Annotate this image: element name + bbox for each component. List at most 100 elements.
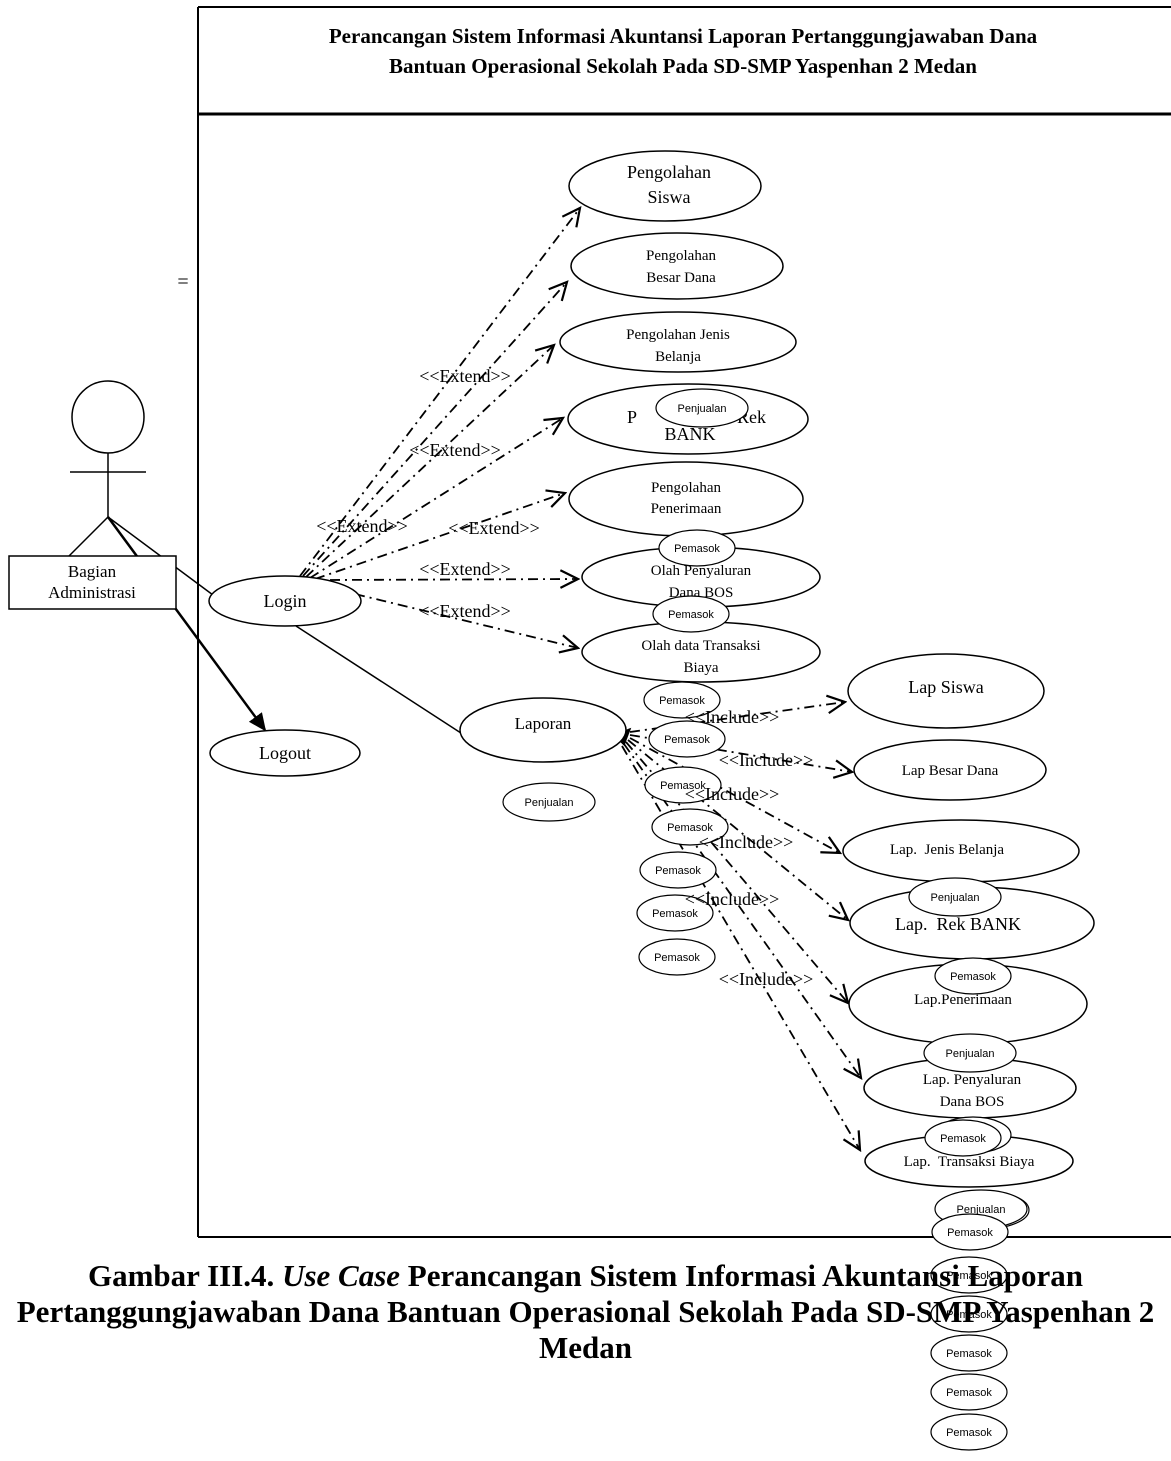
- extend-line-penerimaan: [314, 493, 565, 580]
- caption-prefix: Gambar III.4.: [87, 1258, 283, 1293]
- include-label: <<Include>>: [719, 969, 814, 989]
- artifact-label: Pemasok: [940, 1133, 986, 1145]
- use-case-label: Lap.Penerimaan: [914, 992, 1012, 1008]
- use-case-pengolahan-penerimaan[interactable]: Pengolahan Penerimaan: [568, 461, 804, 537]
- use-case-lap-penyaluran[interactable]: Lap. Penyaluran Dana BOS: [863, 1057, 1077, 1119]
- pemasok-ellipse: Pemasok: [931, 1213, 1009, 1251]
- artifact-label: Pemasok: [660, 780, 706, 792]
- use-case-label-line2: Biaya: [684, 660, 719, 676]
- artifact-label: Pemasok: [654, 952, 700, 964]
- pemasok-ellipse: Pemasok: [644, 766, 722, 804]
- penjualan-ellipse: Penjualan: [908, 877, 1002, 917]
- use-case-pengolahan-jenis-belanja[interactable]: Pengolahan Jenis Belanja: [559, 311, 797, 373]
- artifact-label: Pemasok: [946, 1348, 992, 1360]
- extend-line-rek-bank: [309, 418, 563, 579]
- actor-label-line1: Bagian: [68, 562, 117, 581]
- actor-stick-figure: [67, 380, 146, 558]
- pemasok-ellipse: Pemasok: [930, 1413, 1008, 1451]
- include-label: <<Include>>: [685, 784, 780, 804]
- artifact-label: Pemasok: [667, 822, 713, 834]
- use-case-label-line1: Pengolahan: [651, 480, 721, 496]
- association-laporan: [295, 625, 465, 736]
- artifact-label: Pemasok: [946, 1387, 992, 1399]
- caption-line3: Medan: [539, 1330, 632, 1365]
- use-case-login[interactable]: Login: [208, 575, 362, 627]
- use-case-label: Logout: [259, 743, 311, 763]
- artifact-ellipses: PenjualanPenjualanPenjualanPenjualanPenj…: [502, 388, 1030, 1451]
- actor-label-box: Bagian Administrasi: [8, 555, 177, 610]
- pemasok-ellipse: Pemasok: [930, 1373, 1008, 1411]
- caption-line1-rest: Perancangan Sistem Informasi Akuntansi L…: [400, 1258, 1083, 1293]
- extend-label: <<Extend>>: [316, 516, 408, 536]
- use-case-label: Lap Besar Dana: [902, 763, 999, 779]
- pemasok-ellipse: Pemasok: [930, 1334, 1008, 1372]
- figure-caption: Gambar III.4. Use Case Perancangan Siste…: [0, 1258, 1171, 1366]
- artifact-label: Pemasok: [946, 1270, 992, 1282]
- use-case-logout[interactable]: Logout: [209, 729, 361, 777]
- pemasok-ellipse: Pemasok: [934, 957, 1012, 995]
- include-label: <<Include>>: [719, 750, 814, 770]
- include-label: <<Include>>: [699, 832, 794, 852]
- include-labels: <<Include>> <<Include>> <<Include>> <<In…: [685, 707, 814, 989]
- include-label: <<Include>>: [685, 707, 780, 727]
- use-case-lap-penerimaan[interactable]: Lap.Penerimaan: [848, 963, 1088, 1045]
- artifact-label: Pemasok: [664, 734, 710, 746]
- penjualan-ellipse: Penjualan: [923, 1033, 1017, 1073]
- use-case-label-line2: Penerimaan: [651, 501, 722, 517]
- artifact-label: Pemasok: [946, 1427, 992, 1439]
- use-case-label-line1: Pengolahan: [627, 162, 711, 182]
- pemasok-ellipse: Pemasok: [930, 1256, 1008, 1294]
- use-case-label: Laporan: [515, 714, 572, 733]
- use-case-pengolahan-siswa[interactable]: Pengolahan Siswa: [568, 150, 762, 222]
- artifact-label: Pemasok: [674, 543, 720, 555]
- artifact-label: Penjualan: [946, 1048, 995, 1060]
- extend-label: <<Extend>>: [448, 518, 540, 538]
- artifact-label: Pemasok: [946, 1309, 992, 1321]
- pemasok-ellipse: Pemasok: [639, 851, 717, 889]
- use-case-laporan[interactable]: Laporan: [459, 697, 627, 763]
- actor-label-line2: Administrasi: [48, 583, 136, 602]
- diagram-title-line1: Perancangan Sistem Informasi Akuntansi L…: [329, 24, 1038, 48]
- caption-line1: Gambar III.4. Use Case Perancangan Siste…: [0, 1258, 1171, 1294]
- use-case-label: Lap. Transaksi Biaya: [904, 1154, 1035, 1170]
- use-case-label: Login: [264, 591, 307, 611]
- extend-line-transaksi: [354, 593, 578, 648]
- use-case-lap-besar-dana[interactable]: Lap Besar Dana: [853, 739, 1047, 801]
- system-boundary: [197, 6, 1171, 1238]
- use-case-olah-transaksi[interactable]: Olah data Transaksi Biaya: [581, 621, 821, 683]
- artifact-label: Penjualan: [678, 403, 727, 415]
- use-case-pengolahan-besar-dana[interactable]: Pengolahan Besar Dana: [570, 232, 784, 300]
- artifact-label: Pemasok: [659, 695, 705, 707]
- use-case-label-part1: P: [627, 407, 637, 427]
- extend-label: <<Extend>>: [409, 440, 501, 460]
- use-case-label-line1: Lap. Penyaluran: [923, 1072, 1022, 1088]
- caption-line2: Pertanggungjawaban Dana Bantuan Operasio…: [16, 1294, 1155, 1329]
- use-case-lap-jenis-belanja[interactable]: Lap. Jenis Belanja: [842, 819, 1080, 883]
- pemasok-ellipse: Pemasok: [638, 938, 716, 976]
- association-logout: [106, 516, 267, 732]
- artifact-label: Pemasok: [668, 609, 714, 621]
- extend-label: <<Extend>>: [419, 559, 511, 579]
- artifact-label: Pemasok: [652, 908, 698, 920]
- pemasok-ellipse: Pemasok: [930, 1295, 1008, 1333]
- extend-labels: <<Extend>> <<Extend>> <<Extend>> <<Exten…: [316, 366, 540, 621]
- penjualan-ellipse: Penjualan: [655, 388, 749, 428]
- use-case-label: Lap. Jenis Belanja: [890, 842, 1004, 858]
- pemasok-ellipse: Pemasok: [648, 720, 726, 758]
- artifact-label: Penjualan: [957, 1204, 1006, 1216]
- pemasok-ellipse: Pemasok: [652, 595, 730, 633]
- use-case-label-part3: BANK: [664, 424, 715, 444]
- use-case-label-line1: Olah Penyaluran: [651, 563, 752, 579]
- use-case-lap-transaksi[interactable]: Lap. Transaksi Biaya: [864, 1134, 1074, 1188]
- artifact-label: Pemasok: [655, 865, 701, 877]
- use-case-label-line1: Pengolahan Jenis: [626, 327, 730, 343]
- use-case-label-line2: Dana BOS: [940, 1094, 1005, 1110]
- use-case-label: Lap Siswa: [908, 677, 984, 697]
- extend-dependencies: [299, 208, 580, 648]
- extend-line-penyaluran: [329, 579, 578, 580]
- extend-label: <<Extend>>: [419, 366, 511, 386]
- artifact-label: Penjualan: [525, 797, 574, 809]
- extend-label: <<Extend>>: [419, 601, 511, 621]
- use-case-lap-siswa[interactable]: Lap Siswa: [847, 653, 1045, 729]
